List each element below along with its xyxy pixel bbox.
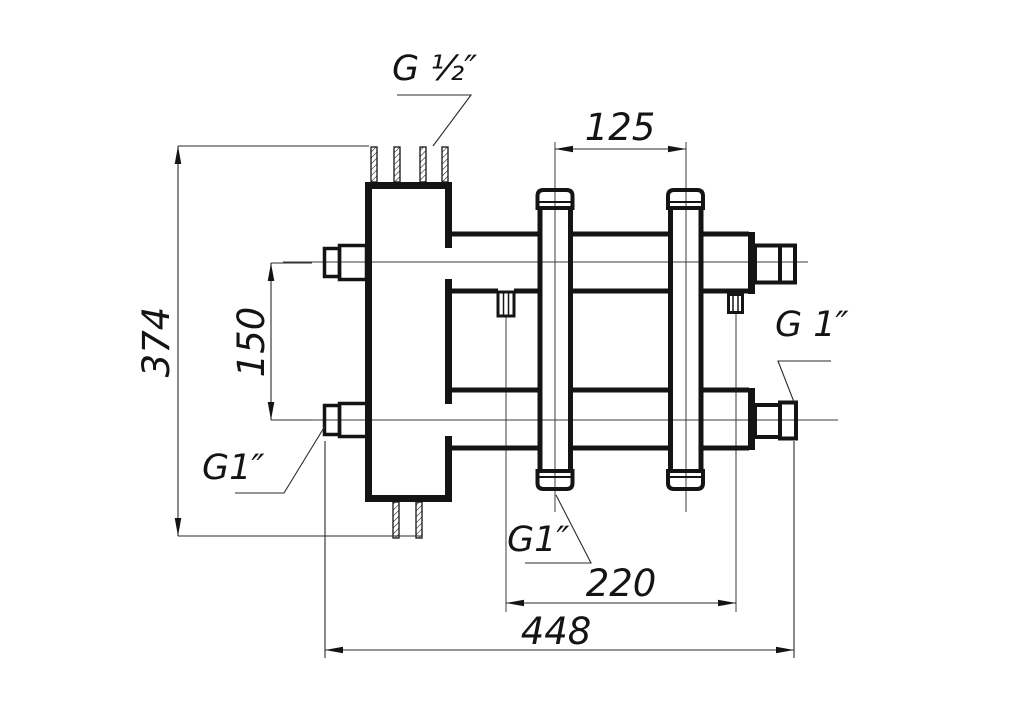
thread-bottom-mid-text: G1″ — [507, 520, 569, 560]
label-thread-top: G ½″ — [392, 49, 477, 147]
centerlines — [283, 142, 838, 612]
dim-125-text: 125 — [585, 106, 656, 149]
drain-stub-right — [727, 293, 744, 314]
dim-220-text: 220 — [586, 562, 657, 605]
dim-150-text: 150 — [230, 307, 273, 378]
right-port-upper — [753, 243, 797, 285]
right-port-lower — [753, 400, 798, 441]
thread-left-text: G1″ — [202, 448, 264, 488]
dim-374-text: 374 — [135, 307, 178, 378]
dim-stub-spacing: 220 — [506, 562, 736, 607]
upper-collector-pipe — [449, 231, 755, 294]
left-port-lower — [322, 401, 370, 439]
dim-448-text: 448 — [521, 610, 592, 653]
dim-overall-width: 448 — [324, 441, 795, 658]
dim-overall-height: 374 — [135, 145, 421, 537]
dim-riser-spacing: 125 — [555, 106, 686, 153]
label-thread-bottom-mid: G1″ — [507, 494, 592, 564]
bottom-threaded-stub — [392, 501, 423, 539]
label-thread-left: G1″ — [202, 425, 326, 494]
riser-1 — [535, 188, 575, 491]
thread-top-text: G ½″ — [392, 49, 477, 89]
separator-body — [365, 182, 452, 502]
riser-2 — [666, 188, 705, 491]
label-thread-right: G 1″ — [775, 305, 849, 403]
lower-collector-pipe — [449, 387, 755, 451]
drain-stub-left — [496, 290, 516, 318]
thread-right-text: G 1″ — [775, 305, 849, 345]
top-threaded-stubs — [370, 146, 449, 183]
left-port-upper — [322, 243, 369, 282]
dim-center-spacing: 150 — [230, 262, 312, 421]
